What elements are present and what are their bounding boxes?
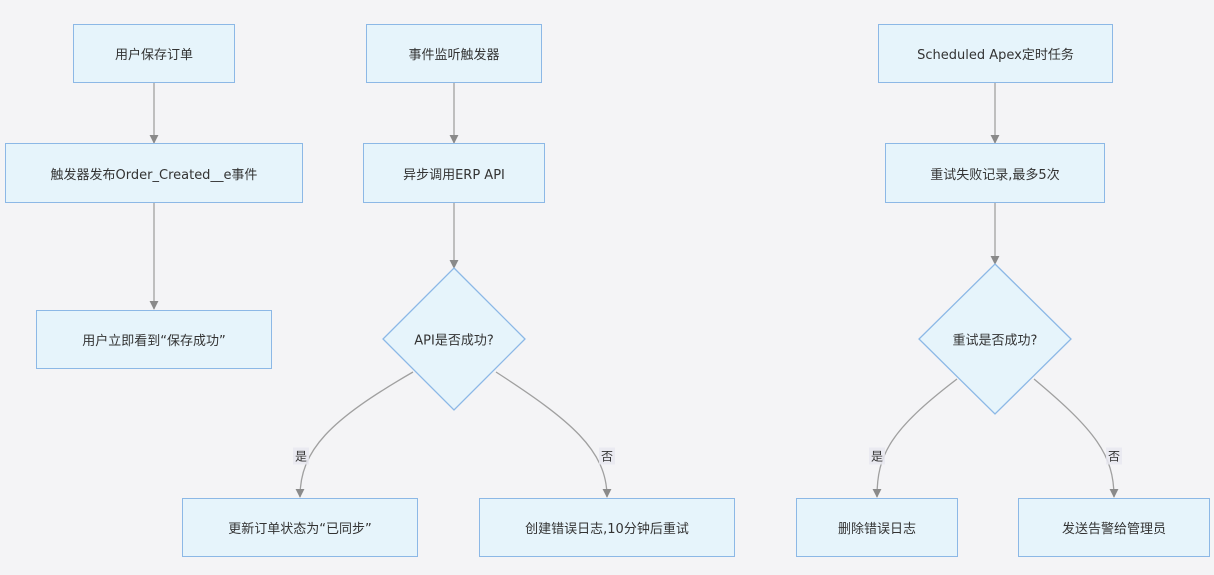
- decision-label-api-success: API是否成功?: [414, 333, 494, 349]
- node-send-alert-admin: 发送告警给管理员: [1018, 498, 1210, 557]
- edge-label-yes-retry: 是: [868, 447, 886, 465]
- node-user-save-order: 用户保存订单: [73, 24, 235, 83]
- decision-diamond-retry: [918, 263, 1072, 415]
- node-retry-failed-records: 重试失败记录,最多5次: [885, 143, 1105, 203]
- edge-n6-n8: [495, 371, 612, 498]
- node-trigger-publish-event: 触发器发布Order_Created__e事件: [5, 143, 303, 203]
- node-async-call-erp: 异步调用ERP API: [363, 143, 545, 203]
- node-event-listener-trigger: 事件监听触发器: [366, 24, 542, 83]
- node-user-sees-success: 用户立即看到“保存成功”: [36, 310, 272, 369]
- edge-label-yes-api: 是: [292, 447, 310, 465]
- edge-n6-n7: [295, 371, 414, 498]
- decision-label-retry-success: 重试是否成功?: [952, 333, 1038, 349]
- edge-n11-n13: [1033, 378, 1119, 498]
- node-update-order-status: 更新订单状态为“已同步”: [182, 498, 418, 557]
- edge-label-no-api: 否: [598, 447, 616, 465]
- node-delete-error-log: 删除错误日志: [796, 498, 958, 557]
- edge-n11-n12: [872, 378, 958, 498]
- edge-label-no-retry: 否: [1105, 447, 1123, 465]
- node-scheduled-apex: Scheduled Apex定时任务: [878, 24, 1113, 83]
- decision-diamond-api: [382, 267, 526, 411]
- node-create-error-log: 创建错误日志,10分钟后重试: [479, 498, 735, 557]
